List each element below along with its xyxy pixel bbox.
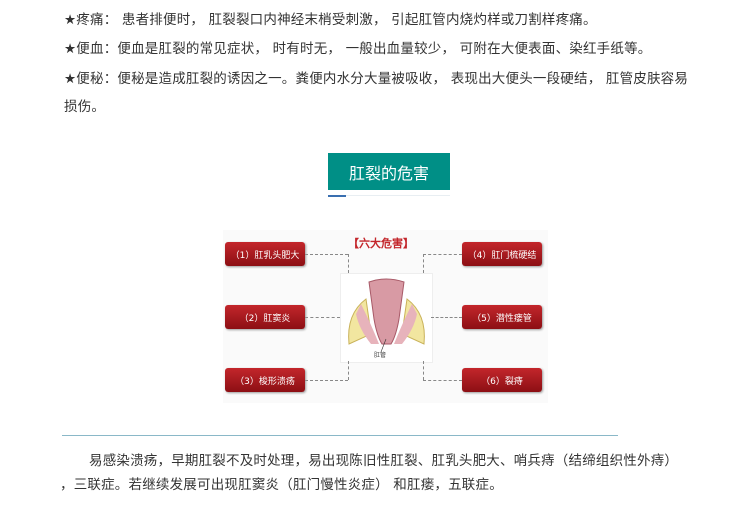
symptom-constipation: ★便秘：便秘是造成肛裂的诱因之一。粪便内水分大量被吸收， 表现出大便头一段硬结，… [64, 71, 689, 87]
hazard-item: （5）潜性瘘管 [462, 305, 542, 329]
hazards-figure: 【六大危害】 肛管 （1）肛乳头肥大 （2）肛窦炎 （3）梭形溃疡 （4）肛门梳… [223, 230, 548, 403]
anatomy-illustration: 肛管 [340, 273, 433, 363]
center-label: 肛管 [374, 352, 387, 359]
hazard-item: （3）梭形溃疡 [225, 368, 305, 392]
paragraph-line: ，三联症。若继续发展可出现肛窦炎（肛门慢性炎症） 和肛瘘，五联症。 [60, 477, 503, 493]
hazard-item: （2）肛窦炎 [225, 305, 305, 329]
section-title: 肛裂的危害 [328, 153, 450, 190]
paragraph-line: 易感染溃疡，早期肛裂不及时处理，易出现陈旧性肛裂、肛乳头肥大、哨兵痔（结缔组织性… [89, 453, 679, 469]
symptom-constipation-cont: 损伤。 [64, 99, 106, 115]
hazard-item: （1）肛乳头肥大 [225, 242, 305, 266]
symptom-pain: ★疼痛： 患者排便时， 肛裂裂口内神经末梢受刺激， 引起肛管内烧灼样或刀割样疼痛… [64, 12, 597, 28]
title-underline [328, 195, 450, 197]
hazard-item: （6）裂痔 [462, 368, 542, 392]
hazard-item: （4）肛门梳硬结 [462, 242, 542, 266]
symptom-bleeding: ★便血：便血是肛裂的常见症状， 时有时无， 一般出血量较少， 可附在大便表面、染… [64, 41, 652, 57]
figure-title: 【六大危害】 [348, 237, 414, 250]
divider [62, 435, 618, 436]
